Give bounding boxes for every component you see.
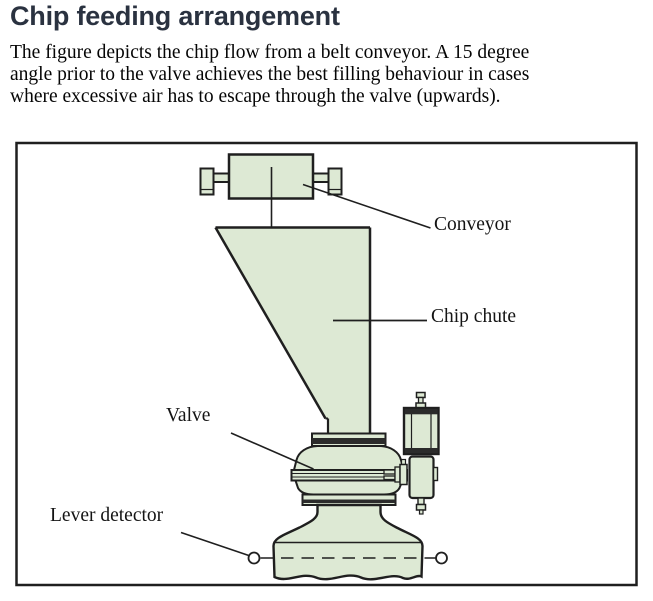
intro-line-3: where excessive air has to escape throug… [10,86,501,107]
lever-detector-leader-line [180,531,250,557]
chip-chute-shape [214,226,372,434]
intro-line-2: angle prior to the valve achieves the be… [10,64,530,85]
label-chip-chute: Chip chute [431,306,517,327]
valve-shape [290,432,408,506]
vessel-shape [272,503,424,581]
label-lever-detector: Lever detector [50,505,164,526]
conveyor-leader-line [302,183,431,229]
conveyor-shape [199,153,343,200]
actuator-shape [383,391,440,515]
valve-leader-line [230,432,314,470]
figure-frame [15,141,638,587]
label-conveyor: Conveyor [434,214,511,235]
lever-detector-shape [247,551,448,565]
page-title: Chip feeding arrangement [10,1,340,31]
label-valve: Valve [166,405,211,426]
intro-paragraph: The figure depicts the chip flow from a … [10,42,653,108]
intro-line-1: The figure depicts the chip flow from a … [10,42,530,63]
